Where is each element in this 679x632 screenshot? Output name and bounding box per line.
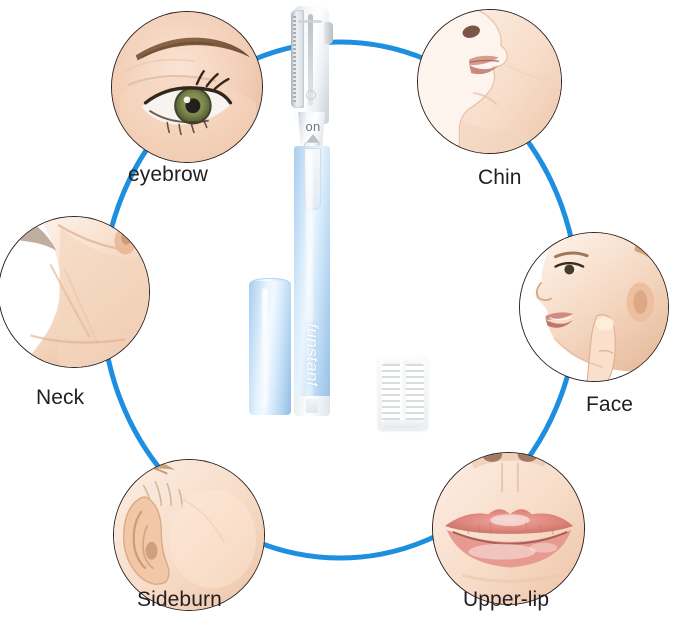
face-illustration [520,233,668,381]
upper-lip-illustration [433,453,584,604]
trimmer-blade-slot [308,14,313,106]
switch-on-label: on [305,119,321,134]
chin-illustration [418,10,561,153]
sideburn-illustration [114,460,264,610]
photo-upper-lip [432,452,585,605]
neck-illustration [0,217,149,367]
label-sideburn: Sideburn [137,588,222,611]
cap-highlight [262,288,268,408]
label-face: Face [586,393,634,416]
label-eyebrow: eyebrow [128,163,209,186]
trimmer-head-tab [324,22,333,44]
photo-neck [0,216,150,368]
product-trimmer: on funstant [236,0,451,440]
trimmer-blade [291,10,304,108]
comb-attachment [378,356,428,430]
trimmer-battery-cap [294,396,330,416]
label-neck: Neck [36,386,85,409]
label-chin: Chin [478,166,522,189]
photo-face [519,232,669,382]
eyebrow-illustration [112,12,262,162]
photo-chin [417,9,562,154]
photo-sideburn [113,459,265,611]
trimmer-head-notch [298,20,322,23]
comb-spine [400,360,406,426]
switch-arrow-icon [306,134,320,143]
label-upper-lip: Upper-lip [463,588,550,611]
trimmer-barrel-highlight [306,150,313,402]
trimmer-head-marker [306,90,316,100]
comb-bottom-edge [384,420,422,428]
protective-cap [249,281,291,415]
photo-eyebrow [111,11,263,163]
